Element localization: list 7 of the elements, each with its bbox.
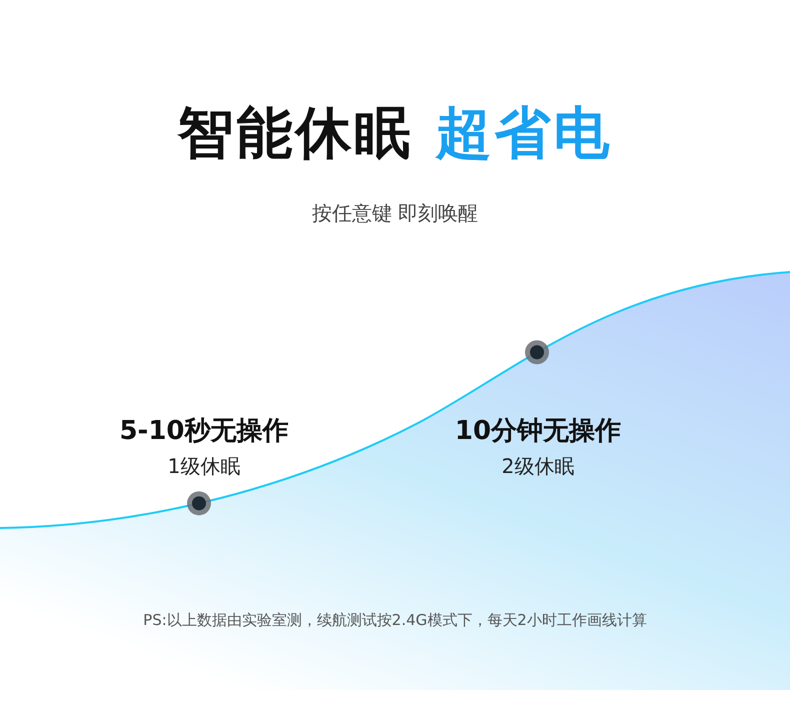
subtitle: 按任意键 即刻唤醒 [312,200,478,227]
stage-heading: 5-10秒无操作 [119,415,289,448]
footnote: PS:以上数据由实验室测，续航测试按2.4G模式下，每天2小时工作画线计算 [143,611,647,630]
stage-label: 1级休眠 [168,453,240,480]
stage-heading: 10分钟无操作 [454,415,622,448]
title: 智能休眠 超省电 [177,100,613,168]
stage-label: 2级休眠 [502,453,574,480]
